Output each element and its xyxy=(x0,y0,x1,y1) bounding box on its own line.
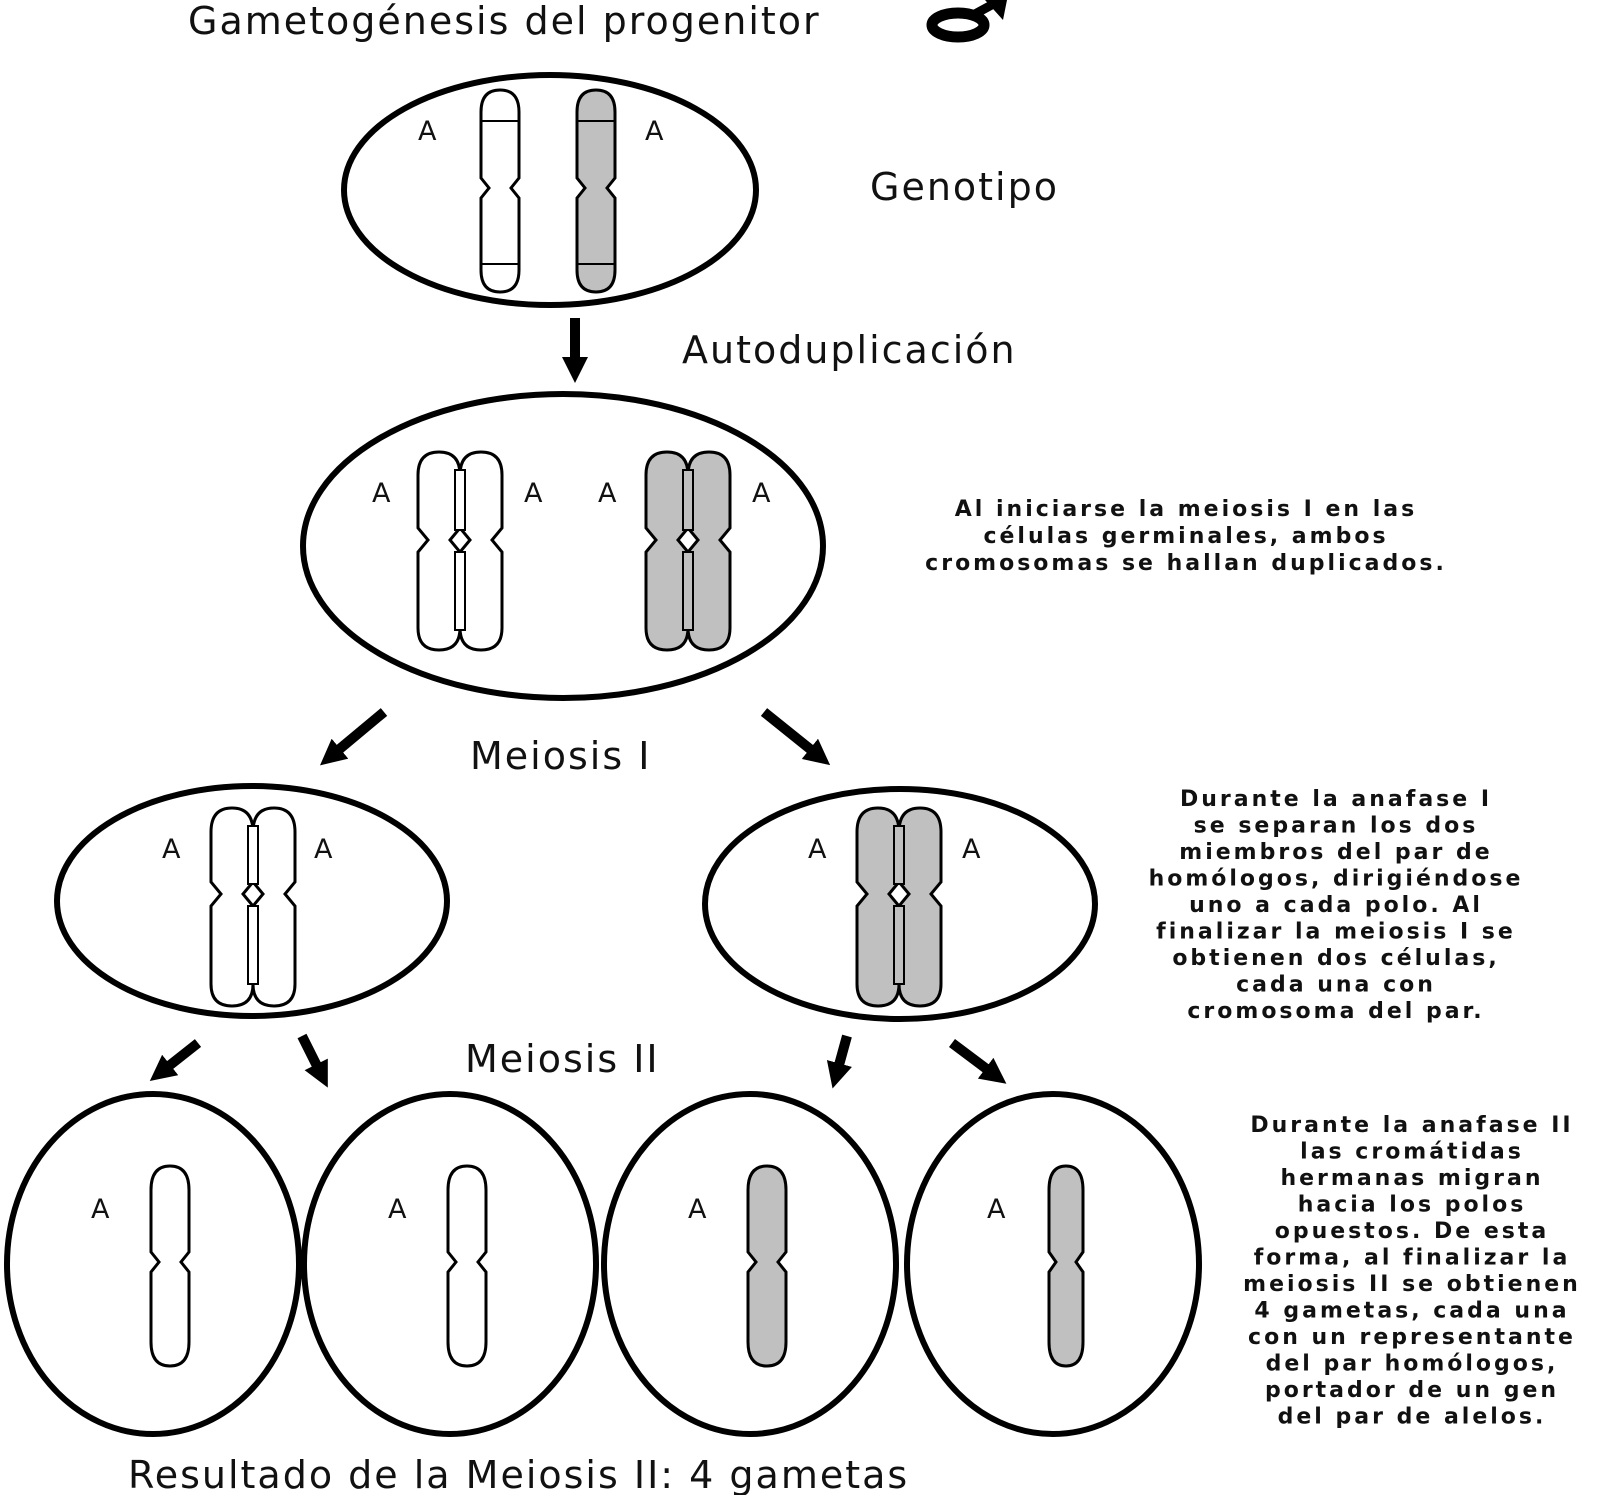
note-line: 4 gametas, cada una xyxy=(1254,1299,1569,1324)
note-line: opuestos. De esta xyxy=(1275,1219,1550,1244)
note-line: Durante la anafase II xyxy=(1250,1113,1573,1138)
chromatid-white xyxy=(446,1164,488,1368)
male-symbol-icon xyxy=(926,0,1007,43)
meiosis1-label: Meiosis I xyxy=(470,734,651,778)
note-line: las cromátidas xyxy=(1300,1140,1524,1165)
note-line: hacia los polos xyxy=(1298,1193,1527,1218)
note-anaphase1: Durante la anafase Ise separan los dosmi… xyxy=(1149,787,1524,1024)
arrow-down-left-icon xyxy=(320,708,388,766)
allele-label: A xyxy=(418,116,437,147)
note-line: cada una con xyxy=(1236,973,1436,998)
arrow-down-right-icon xyxy=(949,1039,1007,1084)
note-line: con un representante xyxy=(1248,1325,1576,1350)
meiosis2-label: Meiosis II xyxy=(465,1037,660,1081)
note-line: miembros del par de xyxy=(1179,840,1492,865)
note-line: Durante la anafase I xyxy=(1180,787,1492,812)
allele-label: A xyxy=(962,834,981,865)
note-line: del par de alelos. xyxy=(1278,1405,1547,1430)
note-line: se separan los dos xyxy=(1194,814,1479,839)
allele-label: A xyxy=(162,834,181,865)
allele-label: A xyxy=(987,1194,1006,1225)
allele-label: A xyxy=(314,834,333,865)
note-line: hermanas migran xyxy=(1280,1166,1543,1191)
duplicated-chromosome-gray xyxy=(855,806,943,1008)
note-line: células germinales, ambos xyxy=(983,524,1388,549)
allele-label: A xyxy=(91,1194,110,1225)
duplicated-chromosome-white xyxy=(209,806,297,1008)
allele-label: A xyxy=(645,116,664,147)
allele-label: A xyxy=(388,1194,407,1225)
arrow-down-right-icon xyxy=(760,708,831,766)
allele-label: A xyxy=(372,478,391,509)
genotype-label: Genotipo xyxy=(870,165,1059,209)
note-line: cromosoma del par. xyxy=(1187,999,1484,1024)
gamete-cell xyxy=(904,1091,1202,1437)
allele-label: A xyxy=(524,478,543,509)
chromosome-gray xyxy=(575,88,617,294)
note-line: uno a cada polo. Al xyxy=(1189,893,1483,918)
gamete-cell xyxy=(4,1091,302,1437)
note-line: portador de un gen xyxy=(1265,1378,1559,1403)
note-line: obtienen dos células, xyxy=(1172,946,1499,971)
note-line: cromosomas se hallan duplicados. xyxy=(925,551,1447,576)
duplicated-chromosome-gray xyxy=(644,450,732,652)
parent-cell xyxy=(341,72,759,308)
note-line: finalizar la meiosis I se xyxy=(1156,920,1516,945)
duplicated-cell xyxy=(300,391,826,701)
chromatid-gray xyxy=(746,1164,788,1368)
note-meiosis-start: Al iniciarse la meiosis I en lascélulas … xyxy=(925,497,1447,576)
allele-label: A xyxy=(688,1194,707,1225)
gamete-cell xyxy=(301,1091,599,1437)
daughter-cell-right xyxy=(702,786,1098,1022)
result-label: Resultado de la Meiosis II: 4 gametas xyxy=(128,1453,909,1495)
chromatid-gray xyxy=(1047,1164,1085,1368)
gamete-cell xyxy=(601,1091,899,1437)
chromatid-white xyxy=(149,1164,191,1368)
duplicated-chromosome-white xyxy=(416,450,504,652)
arrow-down-icon xyxy=(826,1034,852,1089)
allele-label: A xyxy=(598,478,617,509)
note-line: homólogos, dirigiéndose xyxy=(1149,867,1524,892)
note-line: forma, al finalizar la xyxy=(1254,1246,1571,1271)
allele-label: A xyxy=(752,478,771,509)
diagram-title: Gametogénesis del progenitor xyxy=(188,0,821,43)
autoduplication-label: Autoduplicación xyxy=(682,328,1017,372)
note-line: del par homólogos, xyxy=(1266,1352,1559,1377)
arrow-down-right-icon xyxy=(297,1033,328,1088)
allele-label: A xyxy=(808,834,827,865)
note-line: Al iniciarse la meiosis I en las xyxy=(955,497,1417,522)
chromosome-white xyxy=(479,88,521,294)
daughter-cell-left xyxy=(54,783,450,1019)
note-line: meiosis II se obtienen xyxy=(1243,1272,1581,1297)
arrow-down-left-icon xyxy=(149,1039,202,1082)
